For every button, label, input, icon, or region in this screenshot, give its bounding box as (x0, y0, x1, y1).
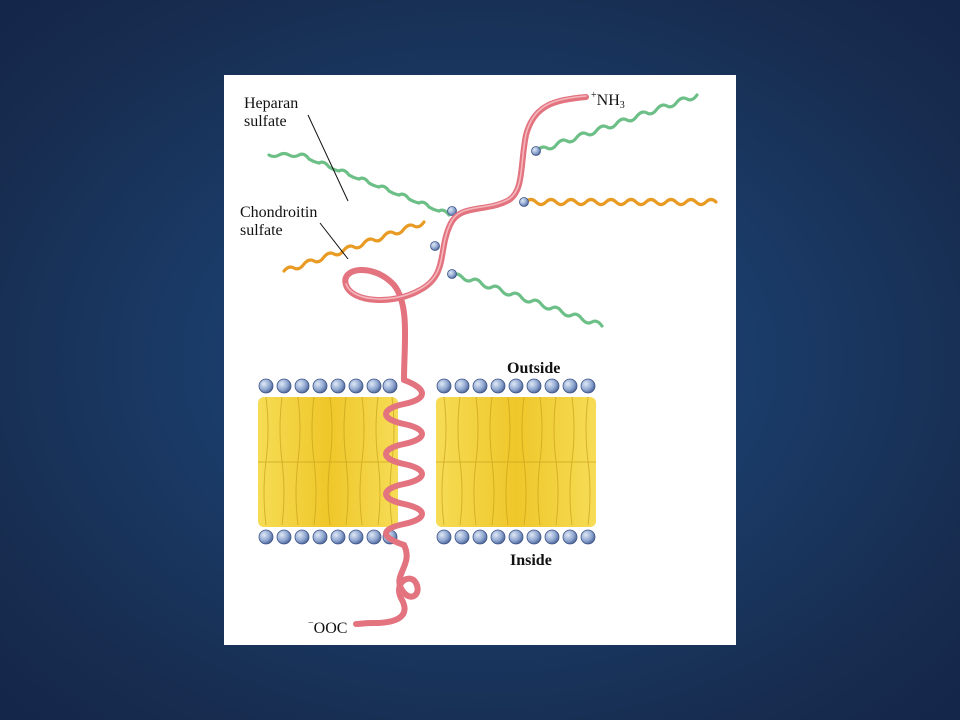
figure-panel: Heparan sulfate Chondroitin sulfate Outs… (224, 75, 736, 645)
transmembrane-helix (383, 377, 425, 548)
core-protein-c-terminal (353, 542, 421, 627)
heparan-sulfate-chain-1 (267, 151, 451, 217)
lipid-heads-top-right (436, 378, 596, 394)
outside-label: Outside (507, 360, 561, 377)
chondroitin-leader-line (319, 222, 349, 260)
heparan-sulfate-chain-3 (450, 272, 604, 328)
lipid-heads-bottom-left (258, 529, 398, 545)
n-terminus-label: +NH3 (591, 90, 625, 111)
heparan-sulfate-chain-2 (535, 93, 699, 153)
chondroitin-sulfate-label: Chondroitin sulfate (240, 204, 318, 239)
c-terminus-label: −OOC (308, 618, 348, 637)
membrane-left-block (258, 378, 398, 545)
heparan-sulfate-label: Heparan sulfate (244, 95, 299, 130)
linkage-sites (430, 146, 541, 279)
heparan-leader-line (307, 114, 349, 202)
lipid-heads-bottom-right (436, 529, 596, 545)
inside-label: Inside (510, 552, 552, 569)
membrane-right-block (436, 378, 596, 545)
chondroitin-sulfate-chain-1 (282, 220, 426, 273)
lipid-heads-top-left (258, 378, 398, 394)
chondroitin-sulfate-chain-2 (524, 197, 718, 207)
proteoglycan-diagram (258, 93, 718, 627)
